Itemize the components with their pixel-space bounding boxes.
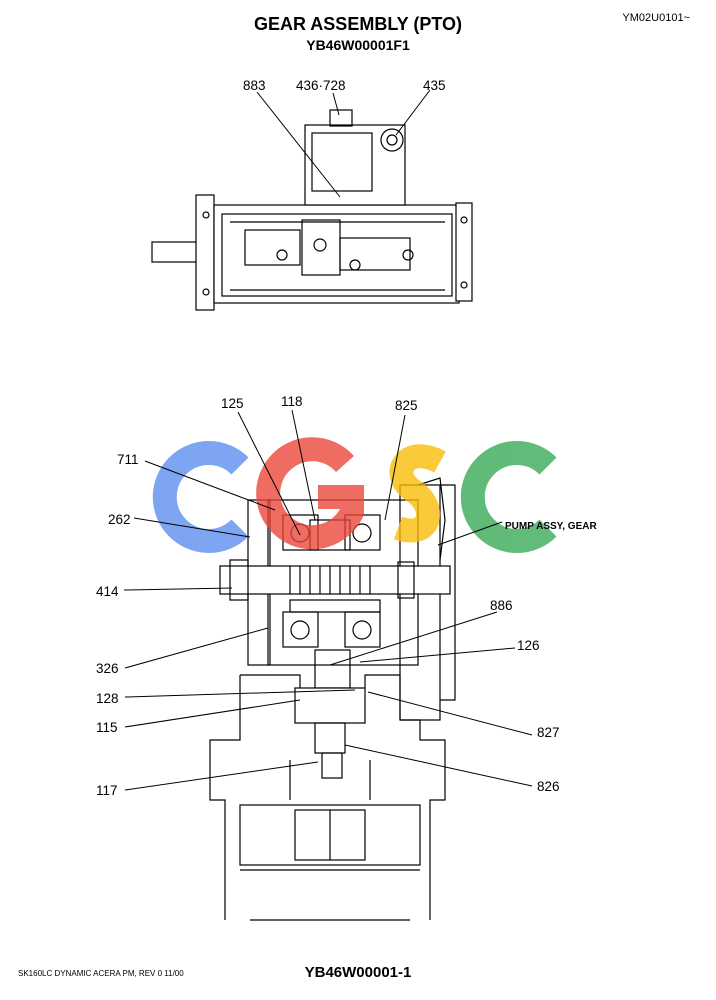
callout-414: 414 — [96, 584, 119, 599]
page-title: GEAR ASSEMBLY (PTO) — [253, 14, 463, 34]
watermark-logo — [152, 437, 557, 553]
callout-711: 711 — [117, 452, 139, 467]
reference-code: YM02U0101~ — [622, 12, 690, 24]
callout-825: 825 — [395, 398, 418, 413]
callout-826: 826 — [537, 779, 560, 794]
callout-435: 435 — [423, 78, 446, 93]
callout-115: 115 — [96, 720, 118, 735]
callout-118: 118 — [281, 394, 303, 409]
callout-128: 128 — [96, 691, 119, 706]
callout-436-728: 436·728 — [296, 78, 346, 93]
page-subtitle: YB46W00001F1 — [306, 37, 410, 53]
footer-model-info: SK160LC DYNAMIC ACERA PM, REV 0 11/00 — [18, 969, 184, 978]
callout-262: 262 — [108, 512, 131, 527]
footer-drawing-number: YB46W00001-1 — [304, 964, 412, 981]
callout-883: 883 — [243, 78, 266, 93]
callout-827: 827 — [537, 725, 560, 740]
callout-326: 326 — [96, 661, 119, 676]
callout-886: 886 — [490, 598, 513, 613]
callout-117: 117 — [96, 783, 118, 798]
pump-assy-gear-label: PUMP ASSY, GEAR — [505, 521, 597, 532]
callout-125: 125 — [221, 396, 244, 411]
callout-126: 126 — [517, 638, 540, 653]
top-view-drawing — [151, 109, 473, 311]
